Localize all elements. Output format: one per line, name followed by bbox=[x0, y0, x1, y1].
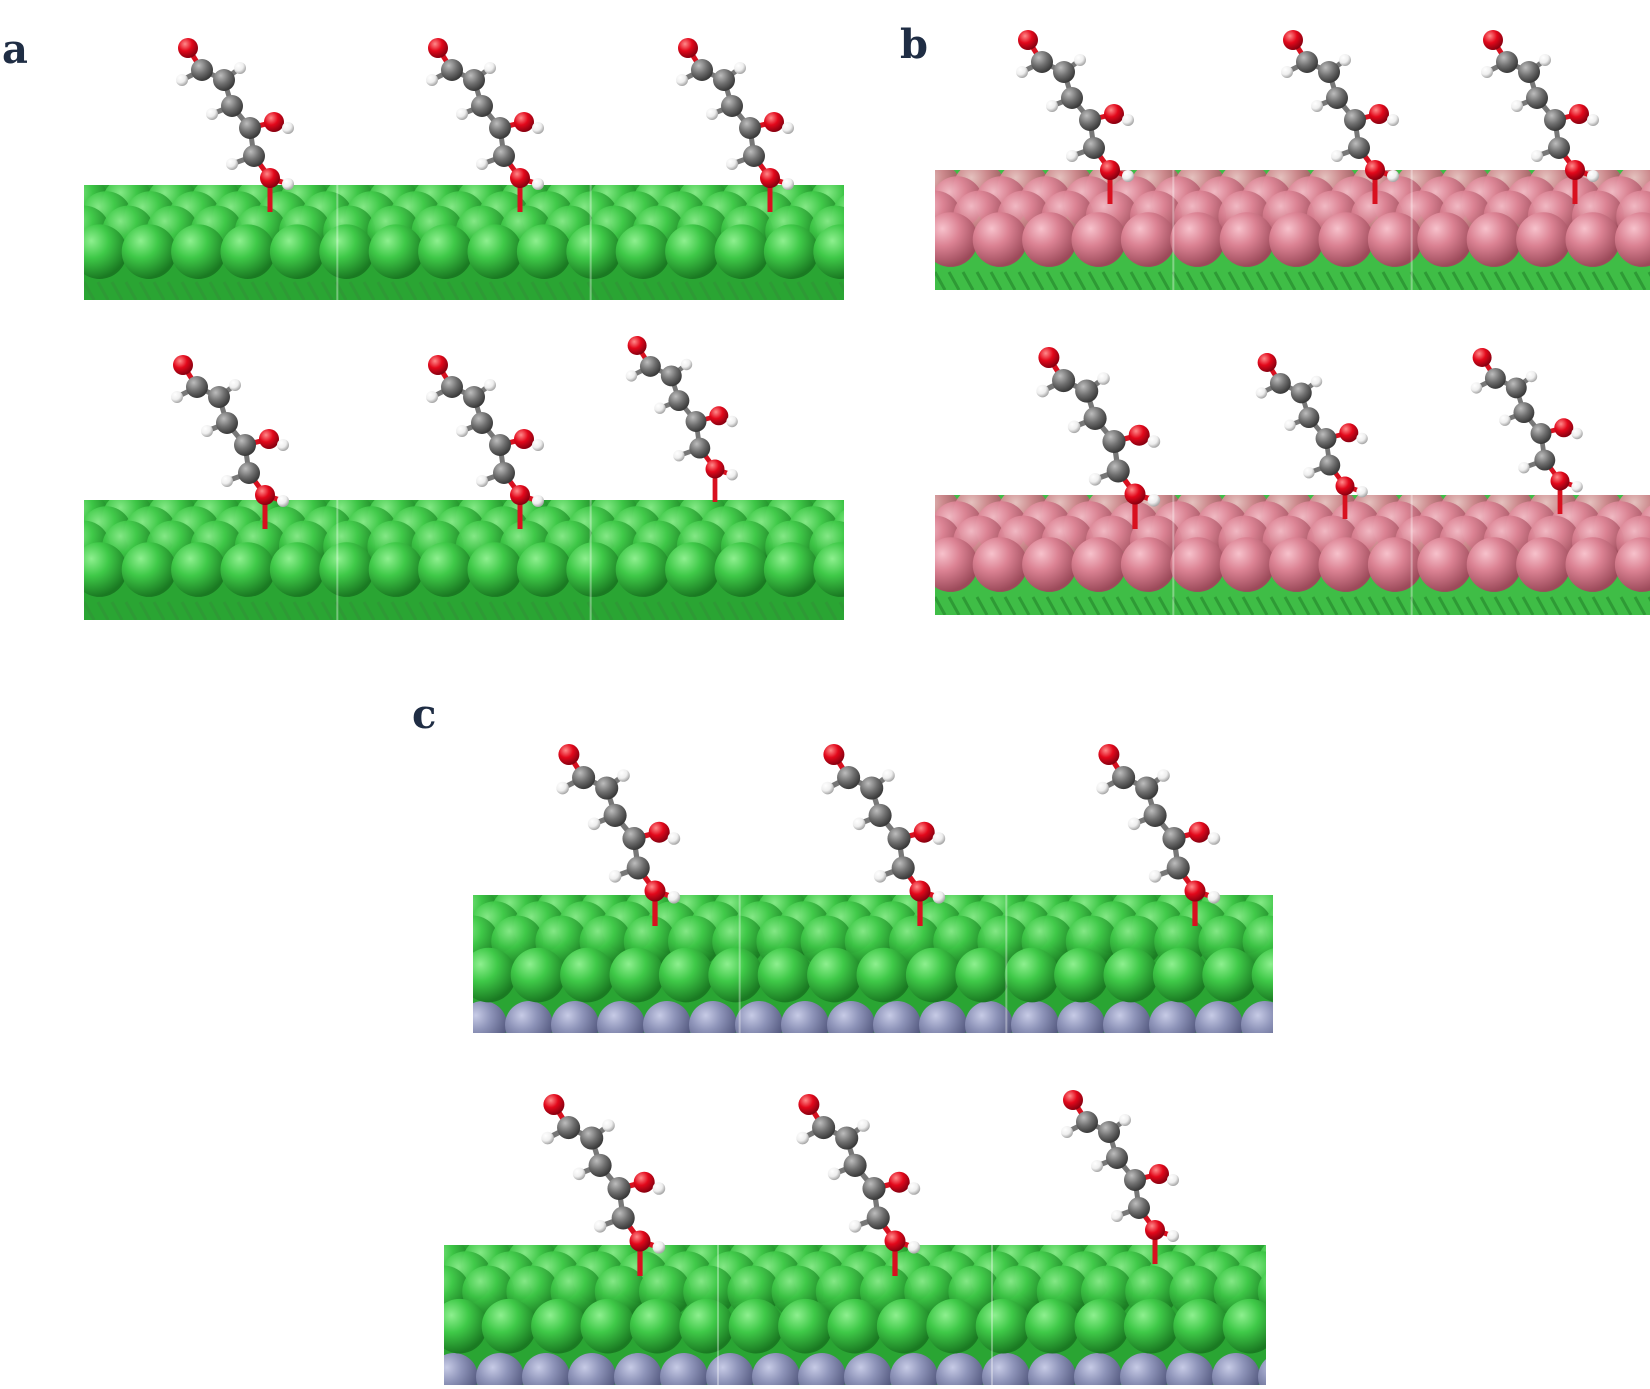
molecule-16 bbox=[541, 1094, 666, 1276]
molecule-7 bbox=[1016, 30, 1134, 204]
molecule-6 bbox=[625, 336, 738, 502]
molecule-1 bbox=[176, 38, 294, 212]
molecule-8 bbox=[1281, 30, 1399, 204]
molecule-13 bbox=[556, 744, 681, 926]
slab-b-bottom bbox=[935, 495, 1650, 615]
molecule-14 bbox=[821, 744, 946, 926]
panel-label-b: b bbox=[900, 21, 928, 68]
molecule-3 bbox=[676, 38, 794, 212]
panel-label-c: c bbox=[412, 691, 437, 738]
molecule-2 bbox=[426, 38, 544, 212]
molecule-12 bbox=[1470, 348, 1583, 514]
molecule-5 bbox=[426, 355, 544, 529]
molecule-17 bbox=[796, 1094, 921, 1276]
slab-c-bottom bbox=[444, 1245, 1266, 1385]
molecule-9 bbox=[1481, 30, 1599, 204]
molecule-18 bbox=[1061, 1090, 1179, 1264]
molecule-11 bbox=[1255, 353, 1368, 519]
slab-c-top bbox=[473, 895, 1273, 1033]
molecule-4 bbox=[171, 355, 289, 529]
panel-label-a: a bbox=[2, 26, 28, 73]
molecule-10 bbox=[1036, 347, 1161, 529]
slab-b-top bbox=[935, 170, 1650, 290]
slab-a-top bbox=[84, 185, 844, 300]
slab-a-bottom bbox=[84, 500, 844, 620]
molecule-15 bbox=[1096, 744, 1221, 926]
